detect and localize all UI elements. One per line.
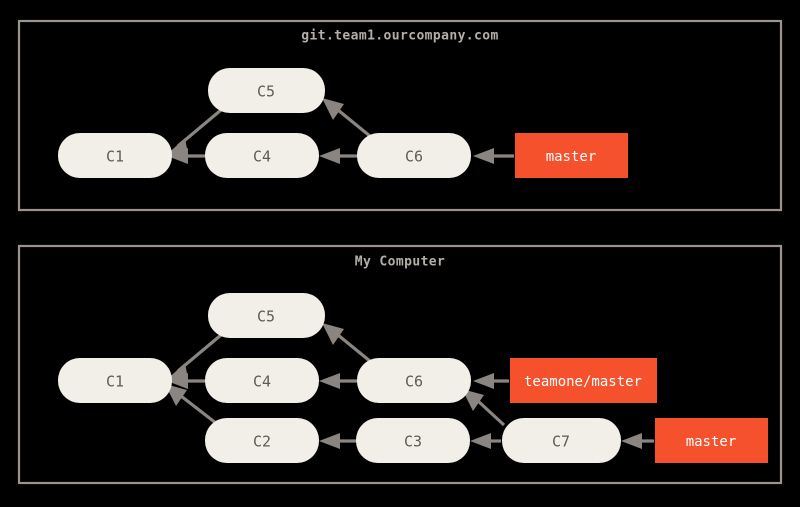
panel-local-repository: My Computer	[17, 244, 783, 485]
commit-c6-label: C6	[405, 148, 423, 166]
edge-local-c7-to-c6	[476, 399, 506, 427]
edge-master-to-c6-arrowhead	[473, 148, 494, 164]
commit-local-c6-shape	[357, 358, 471, 403]
commit-local-c1-shape	[58, 358, 172, 403]
commit-local-c2-shape	[205, 418, 319, 463]
commit-node-local-c6[interactable]: C6	[357, 358, 471, 403]
edge-local-master-to-c7-arrowhead	[621, 433, 642, 449]
panel-remote-title: git.team1.ourcompany.com	[301, 29, 498, 44]
edge-local-c2-to-c1	[180, 394, 222, 429]
commit-local-c1-label: C1	[106, 373, 124, 391]
edge-local-c6-to-c5-arrowhead	[322, 323, 344, 345]
commit-node-c4[interactable]: C4	[205, 133, 319, 178]
commit-node-local-c2[interactable]: C2	[205, 418, 319, 463]
commit-local-c5-label: C5	[257, 308, 275, 326]
commit-local-c3-shape	[356, 418, 470, 463]
commit-c6-shape	[357, 133, 471, 178]
edge-local-c4-to-c1-arrowhead	[167, 373, 188, 389]
edge-local-c7-to-c6-arrowhead	[462, 389, 484, 411]
commit-node-local-c7[interactable]: C7	[502, 418, 621, 463]
panel-remote-border	[17, 19, 783, 212]
edge-local-c2-to-c1-arrowhead	[165, 384, 187, 406]
branch-label-master-local[interactable]: master	[655, 418, 768, 463]
commit-c1-shape	[58, 133, 172, 178]
branch-master-remote-shape	[515, 133, 628, 178]
branch-label-teamone-master[interactable]: teamone/master	[510, 358, 657, 403]
commit-local-c7-shape	[502, 418, 621, 463]
edge-local-c7-to-c3-arrowhead	[470, 433, 491, 449]
commit-node-local-c4[interactable]: C4	[205, 358, 319, 403]
commit-c1-label: C1	[106, 148, 124, 166]
commit-local-c6-label: C6	[405, 373, 423, 391]
branch-master-local-shape	[655, 418, 768, 463]
commit-node-c5[interactable]: C5	[208, 68, 325, 113]
commit-local-c7-label: C7	[552, 433, 570, 451]
branch-teamone-master-text: teamone/master	[524, 374, 642, 390]
edge-teamone-master-to-c6-arrowhead	[473, 373, 494, 389]
commit-local-c3-label: C3	[404, 433, 422, 451]
commit-c5-shape	[208, 68, 325, 113]
edges-local	[163, 323, 654, 449]
commit-local-c4-label: C4	[253, 373, 271, 391]
branch-label-master-remote[interactable]: master	[515, 133, 628, 178]
edge-c6-to-c5-arrowhead	[322, 98, 344, 120]
commit-c4-shape	[205, 133, 319, 178]
panel-local-title: My Computer	[355, 255, 446, 270]
commit-local-c5-shape	[208, 293, 325, 338]
commit-local-c2-label: C2	[253, 433, 271, 451]
branch-master-remote-text: master	[546, 149, 597, 165]
branch-master-local-text: master	[686, 434, 737, 450]
commit-c4-label: C4	[253, 148, 271, 166]
commit-c5-label: C5	[257, 83, 275, 101]
edge-local-c3-to-c2-arrowhead	[319, 433, 340, 449]
commit-node-c6[interactable]: C6	[357, 133, 471, 178]
panel-local-border	[17, 244, 783, 485]
edge-local-c6-to-c4-arrowhead	[319, 373, 340, 389]
edge-c4-to-c1-arrowhead	[167, 148, 188, 164]
panel-remote-repository: git.team1.ourcompany.com	[17, 19, 783, 212]
commit-local-c4-shape	[205, 358, 319, 403]
commit-node-local-c3[interactable]: C3	[356, 418, 470, 463]
commit-node-local-c1[interactable]: C1	[58, 358, 172, 403]
commit-node-local-c5[interactable]: C5	[208, 293, 325, 338]
branch-teamone-master-shape	[510, 358, 657, 403]
commit-node-c1[interactable]: C1	[58, 133, 172, 178]
edge-c6-to-c4-arrowhead	[319, 148, 340, 164]
edges-remote	[163, 98, 514, 164]
